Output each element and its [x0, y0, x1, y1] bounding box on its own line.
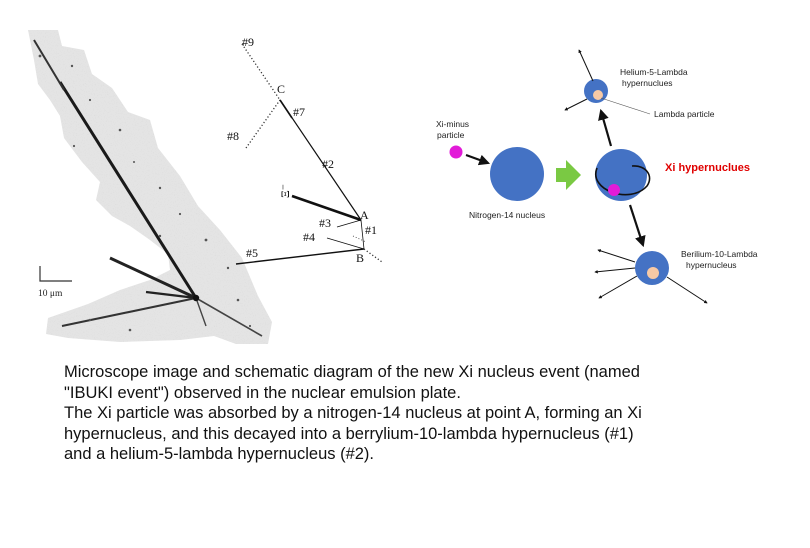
transition-arrow [556, 160, 581, 190]
label-7: #7 [293, 105, 305, 119]
track-3 [336, 219, 362, 228]
caption-line-4: hypernucleus, and this decayed into a be… [64, 424, 634, 443]
track-short [145, 290, 197, 300]
decay-arrow-up [598, 108, 613, 147]
lambda-particle-in-helium [593, 90, 603, 100]
reaction-diagram: Xi-minus particle Nitrogen-14 nucleus Xi… [436, 49, 758, 304]
figure-caption: Microscope image and schematic diagram o… [64, 362, 764, 465]
nitrogen-label: Nitrogen-14 nucleus [469, 210, 545, 220]
track-2 [279, 99, 362, 221]
caption-line-2: "IBUKI event") observed in the nuclear e… [64, 383, 461, 402]
label-4: #4 [303, 230, 315, 244]
xi-minus-label-1: Xi-minus [436, 119, 469, 129]
track-1 [360, 219, 365, 250]
track-lower [61, 297, 197, 327]
caption-line-3: The Xi particle was absorbed by a nitrog… [64, 404, 642, 422]
scale-bar-label: 10 μm [38, 289, 63, 299]
decay-arrow-down [628, 204, 646, 248]
nitrogen-nucleus [490, 147, 544, 201]
xi-minus-label-2: particle [437, 130, 465, 140]
helium-label-1: Helium-5-Lambda [620, 67, 688, 77]
label-B: B [356, 251, 364, 265]
label-A: A [360, 208, 369, 222]
track-6 [363, 248, 383, 263]
xi-minus-arrow [465, 153, 491, 166]
track-5 [235, 248, 365, 265]
track-right [195, 297, 263, 337]
label-5: #5 [246, 246, 258, 260]
micrograph: 10 μm [28, 30, 272, 344]
caption-line-5: and a helium-5-lambda hypernucleus (#2). [64, 445, 375, 463]
caption-line-1: Microscope image and schematic diagram o… [64, 363, 640, 381]
schematic: #9 C #7 #8 #2 Ξ⁻ A #3 #1 #4 #5 B [227, 35, 383, 265]
xi-hypernucleus [595, 149, 647, 201]
label-xi: Ξ⁻ [278, 184, 292, 198]
track-xi [291, 194, 362, 222]
label-3: #3 [319, 216, 331, 230]
xi-hypernucleus-label: Xi hypernuclues [665, 162, 750, 174]
lambda-particle-in-beryllium [647, 267, 659, 279]
label-C: C [277, 82, 285, 96]
track-8 [245, 99, 281, 149]
helium-label-2: hypernuclues [622, 78, 673, 88]
beryllium-label-2: hypernucleus [686, 260, 737, 270]
track-upper [33, 39, 65, 91]
lambda-label: Lambda particle [654, 109, 715, 119]
label-2: #2 [322, 157, 334, 171]
track-4 [326, 237, 365, 250]
xi-bound-particle [608, 184, 620, 196]
track-left [109, 256, 197, 300]
xi-minus-particle [449, 145, 463, 159]
track-main [58, 81, 198, 299]
track-9 [241, 43, 281, 101]
label-1: #1 [365, 223, 377, 237]
label-8: #8 [227, 129, 239, 143]
beryllium-label-1: Berilium-10-Lambda [681, 249, 758, 259]
scale-bar [39, 266, 72, 282]
label-9: #9 [242, 35, 254, 49]
